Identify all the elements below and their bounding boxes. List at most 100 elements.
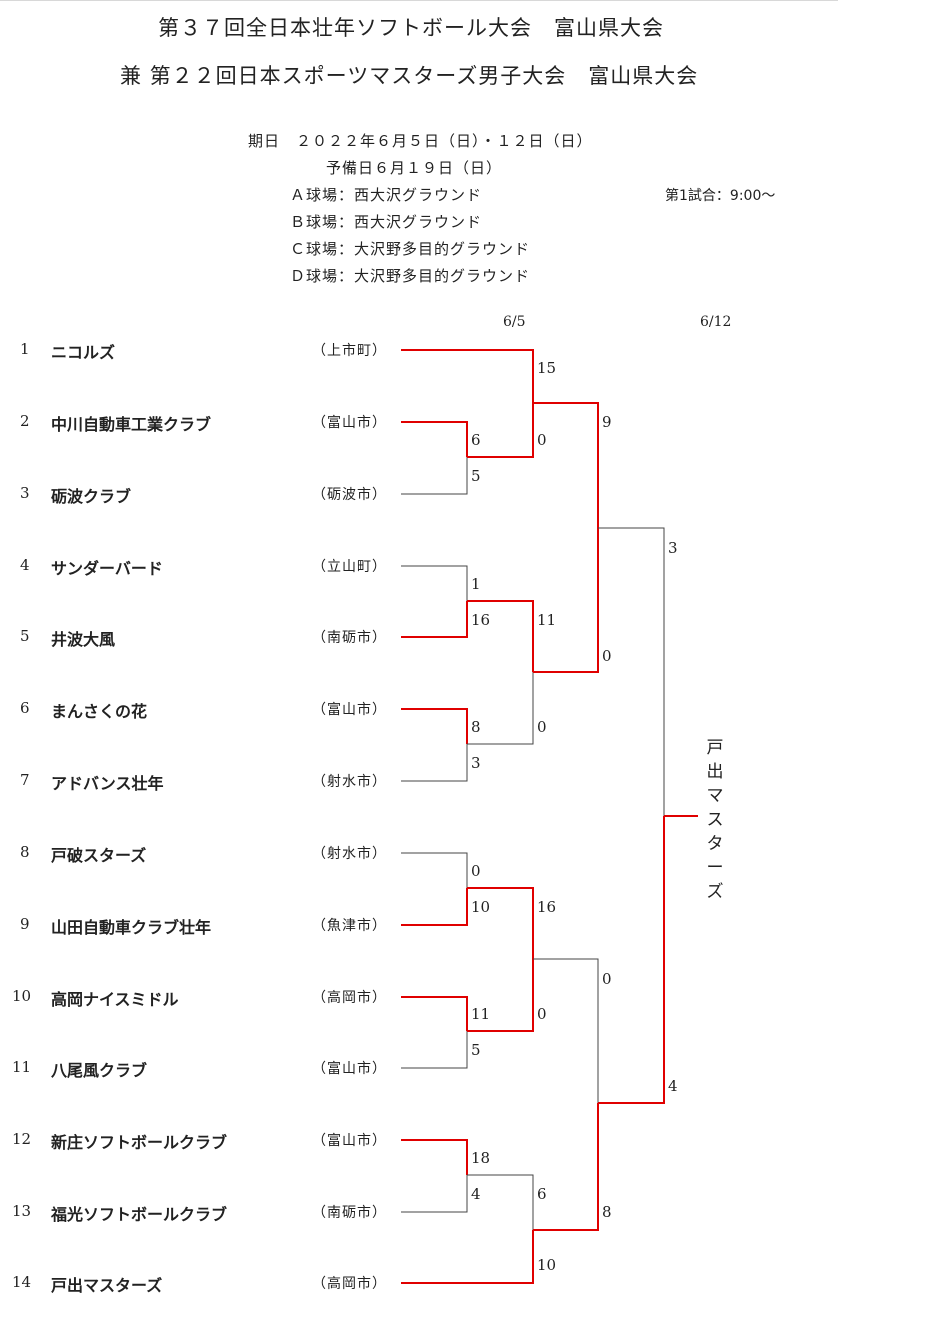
team-region: （富山市）: [312, 1061, 387, 1077]
team-number: 10: [12, 987, 32, 1005]
match-score: 4: [471, 1185, 481, 1203]
match-score: 0: [602, 970, 612, 988]
match-score: 0: [537, 718, 547, 736]
match-score: 5: [471, 1041, 481, 1059]
bracket-winner-line: [598, 816, 665, 1104]
team-region: （富山市）: [312, 1133, 387, 1149]
team-name: ニコルズ: [51, 343, 116, 362]
bracket-winner-line: [401, 421, 468, 457]
match-score: 8: [471, 718, 481, 736]
team-region: （富山市）: [312, 702, 387, 718]
bracket-winner-line: [467, 959, 534, 1032]
match-score: 8: [602, 1203, 612, 1221]
match-score: 0: [602, 647, 612, 665]
match-score: 16: [471, 611, 491, 629]
bracket-line: [401, 1175, 468, 1213]
team-name: 八尾風クラブ: [51, 1061, 148, 1080]
bracket-winner-line: [401, 708, 468, 744]
bracket-line: [467, 1174, 534, 1230]
bracket-winner-line: [533, 402, 599, 528]
team-number: 9: [20, 915, 30, 933]
team-region: （南砺市）: [312, 630, 387, 646]
bracket-line: [401, 852, 468, 888]
team-name: 新庄ソフトボールクラブ: [51, 1133, 228, 1152]
bracket-winner-line: [401, 1139, 468, 1175]
match-score: 15: [537, 359, 557, 377]
match-score: 6: [537, 1185, 547, 1203]
match-score: 4: [668, 1077, 678, 1095]
bracket-line: [598, 527, 665, 816]
bracket-line: [467, 672, 534, 745]
team-region: （南砺市）: [312, 1205, 387, 1221]
team-region: （砺波市）: [312, 487, 387, 503]
team-region: （立山町）: [312, 559, 387, 575]
bracket-winner-line: [401, 601, 468, 638]
reserve-date: 予備日６月１９日（日）: [326, 159, 503, 177]
bracket-winner-line: [467, 887, 534, 959]
champion-name: 戸出マスターズ: [706, 738, 724, 902]
title-line-1: 第３７回全日本壮年ソフトボール大会 富山県大会: [158, 16, 664, 40]
team-number: 2: [20, 412, 30, 430]
match-score: 11: [537, 611, 557, 629]
team-name: 中川自動車工業クラブ: [51, 415, 212, 434]
team-number: 11: [12, 1058, 32, 1076]
match-score: 5: [471, 467, 481, 485]
bracket-line: [401, 457, 468, 495]
team-number: 13: [12, 1202, 32, 1220]
team-name: まんさくの花: [51, 702, 148, 721]
team-number: 6: [20, 699, 30, 717]
match-score: 10: [471, 898, 491, 916]
team-number: 7: [20, 771, 30, 789]
team-name: 井波大風: [51, 630, 116, 649]
venue-c: Ｃ球場：大沢野多目的グラウンド: [290, 240, 531, 258]
venue-a: Ａ球場：西大沢グラウンド: [290, 186, 483, 204]
match-score: 16: [537, 898, 557, 916]
team-number: 5: [20, 627, 30, 645]
team-region: （上市町）: [312, 343, 387, 359]
bracket-winner-line: [467, 403, 534, 458]
team-name: アドバンス壮年: [51, 774, 164, 793]
match-score: 0: [537, 1005, 547, 1023]
team-region: （射水市）: [312, 846, 387, 862]
team-region: （高岡市）: [312, 990, 387, 1006]
team-name: 福光ソフトボールクラブ: [51, 1205, 228, 1224]
bracket-winner-line: [533, 528, 599, 673]
team-name: 戸破スターズ: [51, 846, 147, 865]
bracket-line: [401, 744, 468, 782]
match-score: 0: [537, 431, 547, 449]
team-region: （富山市）: [312, 415, 387, 431]
team-name: サンダーバード: [51, 559, 163, 578]
match-score: 11: [471, 1005, 491, 1023]
team-number: 14: [12, 1273, 32, 1291]
bracket-winner-line: [533, 1103, 599, 1231]
bracket-winner-line: [401, 349, 534, 403]
team-name: 砺波クラブ: [51, 487, 132, 506]
team-name: 戸出マスターズ: [51, 1276, 163, 1295]
match-score: 0: [471, 862, 481, 880]
team-region: （射水市）: [312, 774, 387, 790]
bracket-winner-line: [401, 888, 468, 926]
venue-b: Ｂ球場：西大沢グラウンド: [290, 213, 483, 231]
round2-date: 6/12: [700, 314, 732, 330]
match-score: 3: [668, 539, 678, 557]
match-score: 3: [471, 754, 481, 772]
team-number: 8: [20, 843, 30, 861]
match-score: 6: [471, 431, 481, 449]
tournament-dates: 期日 ２０２２年６月５日（日）・１２日（日）: [248, 132, 593, 150]
team-name: 高岡ナイスミドル: [51, 990, 179, 1009]
bracket-winner-line: [467, 600, 534, 672]
round1-date: 6/5: [503, 314, 526, 330]
team-number: 1: [20, 340, 30, 358]
team-region: （魚津市）: [312, 918, 387, 934]
title-line-2: 兼 第２２回日本スポーツマスターズ男子大会 富山県大会: [120, 64, 699, 88]
venue-d: Ｄ球場：大沢野多目的グラウンド: [290, 267, 531, 285]
team-number: 4: [20, 556, 30, 574]
top-rule: [0, 0, 838, 1]
match-score: 10: [537, 1256, 557, 1274]
bracket-line: [401, 565, 468, 601]
bracket-line: [533, 958, 599, 1103]
match-score: 9: [602, 413, 612, 431]
team-number: 3: [20, 484, 30, 502]
match-score: 1: [471, 575, 481, 593]
